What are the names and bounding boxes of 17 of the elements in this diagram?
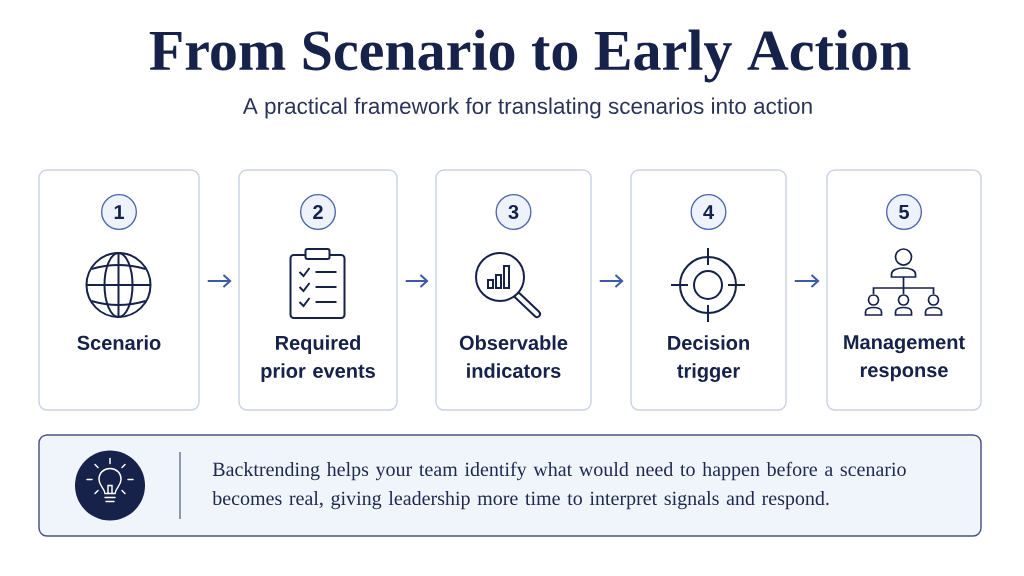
subtitle: A practical framework for translating scenarios into action xyxy=(242,97,812,119)
number-badge: 5 xyxy=(886,194,922,230)
number-badge: 3 xyxy=(495,194,532,230)
step-label: Required prior events xyxy=(261,335,375,382)
step-label: Decision trigger xyxy=(668,335,749,382)
arrow xyxy=(598,274,624,288)
step-label: Scenario xyxy=(77,335,161,350)
note-text: Backtrending helps your team identify what would need to happen before a scenario becomes real, giving leadership more time to interpret signals and respond. xyxy=(212,461,906,510)
number-badge: 1 xyxy=(101,194,137,230)
step-label: Management response xyxy=(844,335,965,382)
step-label: Observable indicators xyxy=(459,335,568,378)
number-badge: 4 xyxy=(690,194,727,230)
number-badge: 2 xyxy=(300,194,336,230)
arrow xyxy=(206,274,232,288)
title: From Scenario to Early Action xyxy=(149,29,911,83)
arrow xyxy=(793,274,820,288)
arrow xyxy=(404,274,429,288)
